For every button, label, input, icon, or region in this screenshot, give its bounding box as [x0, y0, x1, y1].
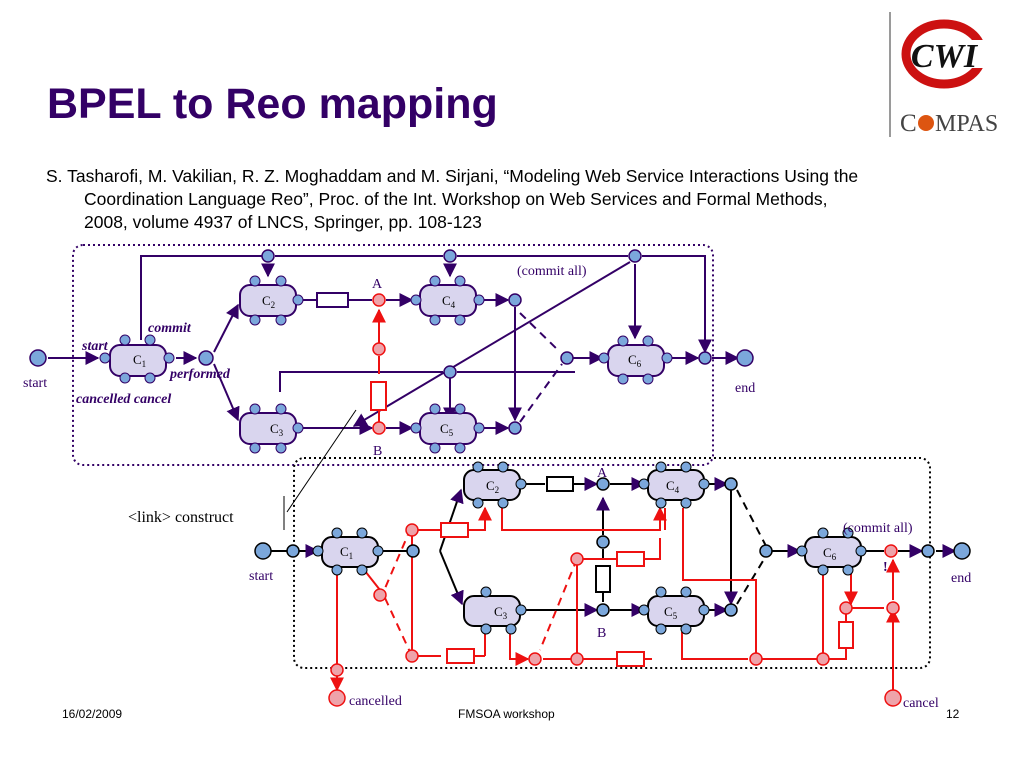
top-diagram-frame	[72, 244, 714, 466]
bottom-component-c2: C2	[463, 461, 527, 509]
bottom-red-connectors	[330, 506, 900, 692]
top-fifo-c2	[316, 292, 349, 308]
bottom-diagram-frame	[293, 457, 931, 669]
bottom-fifo-c2	[546, 476, 574, 492]
bottom-red-nodes	[328, 523, 902, 707]
footer-date: 16/02/2009	[62, 707, 123, 721]
top-nodes	[29, 249, 754, 435]
svg-text:C5: C5	[664, 604, 678, 621]
svg-text:C3: C3	[270, 421, 284, 438]
footer-page-number: 12	[946, 707, 960, 721]
link-construct-callout: <link> construct	[128, 409, 357, 530]
top-component-c3: C3	[239, 403, 304, 454]
slide-title: BPEL to Reo mapping	[47, 80, 498, 128]
top-label-a: A	[372, 277, 383, 292]
bottom-label-b: B	[597, 626, 606, 641]
citation-line-2: Coordination Language Reo”, Proc. of the…	[84, 189, 828, 209]
svg-text:C5: C5	[440, 421, 454, 438]
top-diagram: C1 C2 C4 C3 C5	[23, 244, 755, 466]
top-component-c5: C5	[410, 403, 485, 454]
svg-text:C2: C2	[262, 293, 275, 310]
citation: S. Tasharofi, M. Vakilian, R. Z. Moghadd…	[46, 165, 991, 234]
top-label-start: start	[23, 376, 47, 391]
bottom-label-cancelled: cancelled	[349, 694, 402, 709]
top-label-end: end	[735, 381, 755, 396]
bottom-component-c4: C4	[638, 461, 710, 509]
bottom-label-commit-all: (commit all)	[843, 521, 913, 536]
top-label-b: B	[373, 444, 382, 459]
top-label-commit-all: (commit all)	[517, 264, 587, 279]
top-label-start-italic: start	[81, 339, 109, 354]
top-component-c1: C1	[99, 334, 175, 384]
logo-separator	[889, 12, 891, 137]
top-label-cancelled-cancel: cancelled cancel	[76, 392, 171, 407]
svg-text:C2: C2	[486, 478, 499, 495]
bottom-diagram: C1 C2 C4 C3 C5	[249, 457, 971, 711]
top-label-commit: commit	[148, 321, 192, 336]
bottom-label-bang: !	[883, 560, 888, 575]
svg-text:C4: C4	[442, 293, 456, 310]
citation-line-1: S. Tasharofi, M. Vakilian, R. Z. Moghadd…	[46, 166, 859, 186]
svg-text:C6: C6	[628, 352, 642, 369]
compas-rest: MPAS	[935, 111, 998, 137]
top-component-c4: C4	[410, 275, 485, 326]
citation-line-3: 2008, volume 4937 of LNCS, Springer, pp.…	[84, 212, 482, 232]
compas-c: C	[900, 110, 917, 137]
bottom-component-c1: C1	[312, 527, 384, 576]
svg-text:C4: C4	[666, 478, 680, 495]
top-component-c6: C6	[598, 335, 673, 385]
top-label-performed: performed	[169, 367, 231, 382]
cwi-compas-logo: CWI C MPAS	[900, 19, 998, 137]
svg-text:C6: C6	[823, 545, 837, 562]
link-construct-label: <link> construct	[128, 509, 234, 526]
bottom-component-c5: C5	[638, 586, 710, 635]
compas-dot	[918, 115, 934, 131]
bottom-label-cancel: cancel	[903, 696, 939, 711]
svg-text:C3: C3	[494, 604, 508, 621]
svg-text:C1: C1	[340, 544, 353, 561]
bottom-fifo-ab	[595, 565, 611, 593]
bottom-red-fifos	[440, 522, 854, 667]
svg-text:C1: C1	[133, 352, 146, 369]
footer-center: FMSOA workshop	[458, 707, 555, 721]
top-red-nodes	[372, 293, 386, 435]
bottom-nodes	[254, 477, 971, 617]
bottom-component-c3: C3	[463, 586, 527, 635]
top-component-c2: C2	[239, 275, 304, 326]
cwi-logo-text: CWI	[911, 38, 979, 75]
bottom-component-c6: C6	[796, 527, 867, 576]
top-fifo-ab	[370, 381, 387, 411]
bottom-label-start: start	[249, 569, 273, 584]
top-connectors	[48, 255, 740, 435]
bottom-label-a: A	[597, 466, 608, 481]
bottom-label-end: end	[951, 571, 971, 586]
